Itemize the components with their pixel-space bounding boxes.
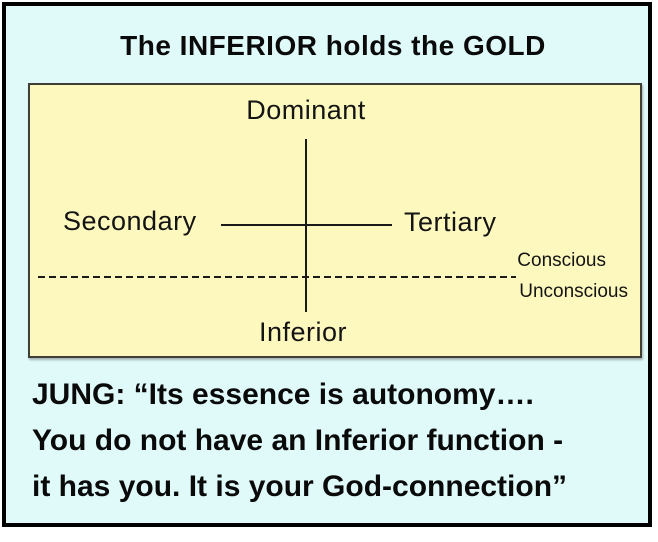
inferior-label: Inferior xyxy=(258,317,348,347)
jung-quote-line-1: JUNG: “Its essence is autonomy…. xyxy=(32,378,534,411)
slide-title: The INFERIOR holds the GOLD xyxy=(120,30,546,61)
jung-quote: JUNG: “Its essence is autonomy…. You do … xyxy=(32,372,652,510)
function-quadrant-diagram: Dominant Secondary Tertiary Conscious Un… xyxy=(28,83,642,358)
unconscious-label: Unconscious xyxy=(519,281,628,302)
tertiary-label: Tertiary xyxy=(404,207,497,237)
conscious-label: Conscious xyxy=(517,250,606,271)
dominant-label: Dominant xyxy=(246,95,366,125)
conscious-unconscious-divider xyxy=(38,276,516,278)
slide-panel: The INFERIOR holds the GOLD Dominant Sec… xyxy=(2,2,652,527)
horizontal-axis-line xyxy=(221,224,392,226)
secondary-label: Secondary xyxy=(63,206,197,236)
jung-quote-line-3: it has you. It is your God-connection” xyxy=(32,470,568,503)
jung-quote-line-2: You do not have an Inferior function - xyxy=(32,424,564,457)
